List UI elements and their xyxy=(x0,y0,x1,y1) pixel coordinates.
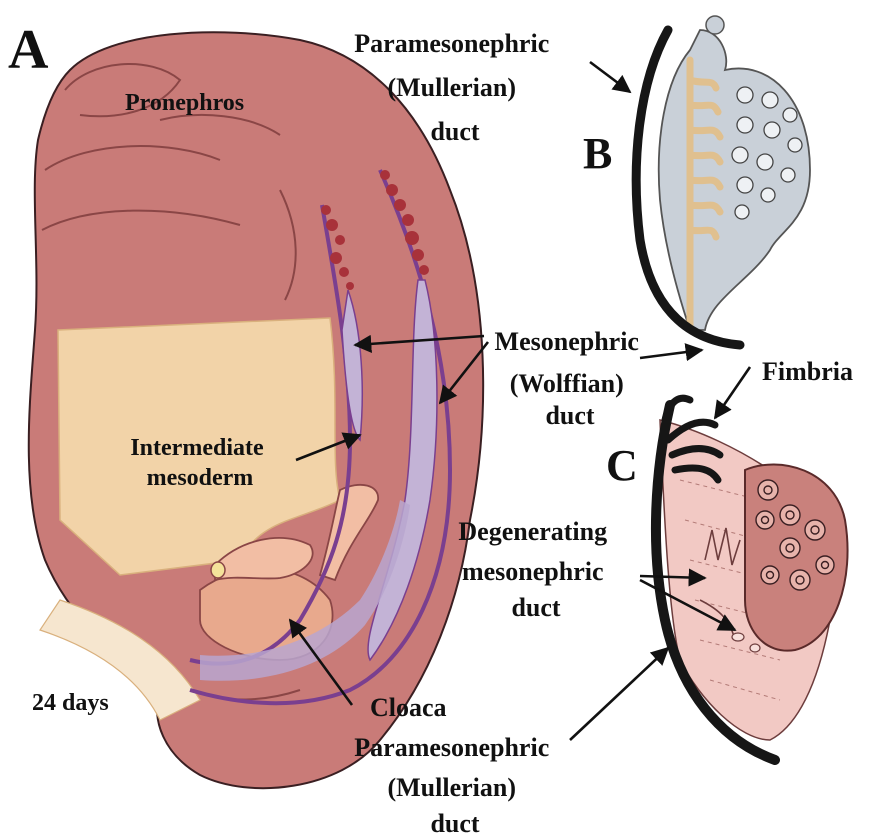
paramesonephric-bottom-line2: (Mullerian) xyxy=(387,773,516,802)
panel-a-illustration xyxy=(29,32,483,788)
panel-b-illustration xyxy=(636,16,810,345)
paramesonephric-top-line1: Paramesonephric xyxy=(354,29,549,58)
label-fimbria: Fimbria xyxy=(762,357,853,386)
panel-c-illustration xyxy=(656,398,848,760)
label-paramesonephric-bottom: Paramesonephric (Mullerian) duct xyxy=(354,733,555,837)
degenerating-line3: duct xyxy=(511,593,560,622)
panel-c-letter: C xyxy=(606,441,638,490)
mesonephric-line1: Mesonephric xyxy=(495,327,639,356)
degenerating-line2: mesonephric xyxy=(462,557,604,586)
mesonephric-line3: duct xyxy=(545,401,594,430)
allantois-opening xyxy=(211,562,225,578)
label-mesonephric: Mesonephric (Wolffian) duct xyxy=(495,327,646,430)
degenerating-line1: Degenerating xyxy=(458,517,607,546)
panel-a-letter: A xyxy=(8,19,49,81)
paramesonephric-top-line2: (Mullerian) xyxy=(387,73,516,102)
label-age: 24 days xyxy=(32,690,109,716)
label-cloaca: Cloaca xyxy=(370,693,447,722)
intermediate-line1: Intermediate xyxy=(130,435,264,461)
intermediate-line2: mesoderm xyxy=(147,465,254,491)
paramesonephric-bottom-line3: duct xyxy=(430,809,479,837)
label-pronephros: Pronephros xyxy=(125,90,244,116)
paramesonephric-bottom-line1: Paramesonephric xyxy=(354,733,549,762)
label-degenerating: Degenerating mesonephric duct xyxy=(458,517,613,622)
panel-b-letter: B xyxy=(583,129,612,178)
paramesonephric-top-line3: duct xyxy=(430,117,479,146)
mesonephric-line2: (Wolffian) xyxy=(510,369,624,398)
gonad-tip xyxy=(706,16,724,34)
